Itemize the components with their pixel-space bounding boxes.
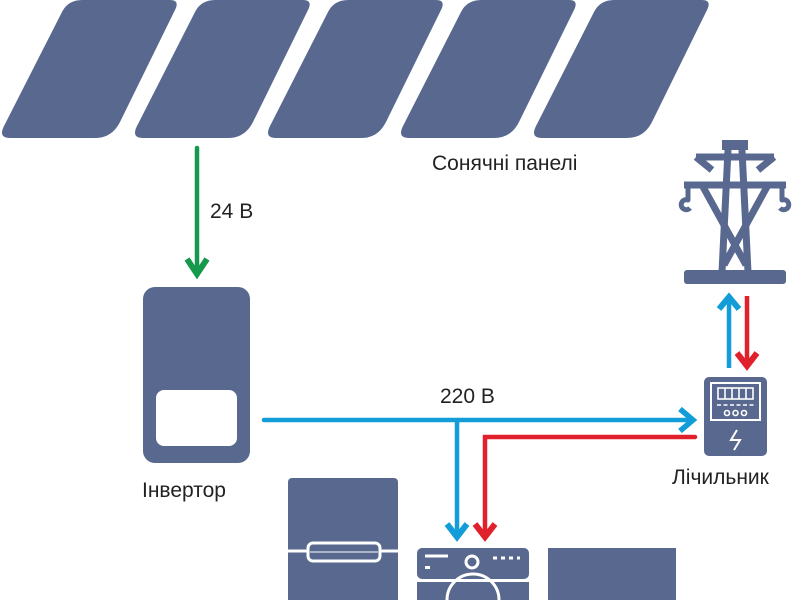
import-arrow [734,296,760,371]
grid-branch-arrow [472,434,698,542]
solar-panel-icon [534,0,709,138]
solar-panel-icon [2,0,177,138]
inverter-label: Інвертор [142,479,226,502]
refrigerator-icon [288,478,398,600]
solar-panel-icon [135,0,310,138]
appliance-icon [548,548,676,600]
ac-flow-arrow [261,406,698,434]
dc-voltage-label: 24 В [210,200,253,223]
export-arrow [716,292,742,368]
transmission-tower-icon [678,140,792,284]
solar-panel-icon [401,0,576,138]
electric-meter-icon [704,377,767,456]
dc-flow-arrow [184,145,210,280]
ac-voltage-label: 220 В [440,385,495,408]
inverter-icon [143,287,250,463]
solar-panel-icon [268,0,443,138]
solar-panels-label: Сонячні панелі [432,152,577,175]
meter-label: Лічильник [672,466,770,489]
ac-branch-arrow [444,420,470,542]
washing-machine-icon [417,548,529,600]
solar-panels [2,0,709,138]
